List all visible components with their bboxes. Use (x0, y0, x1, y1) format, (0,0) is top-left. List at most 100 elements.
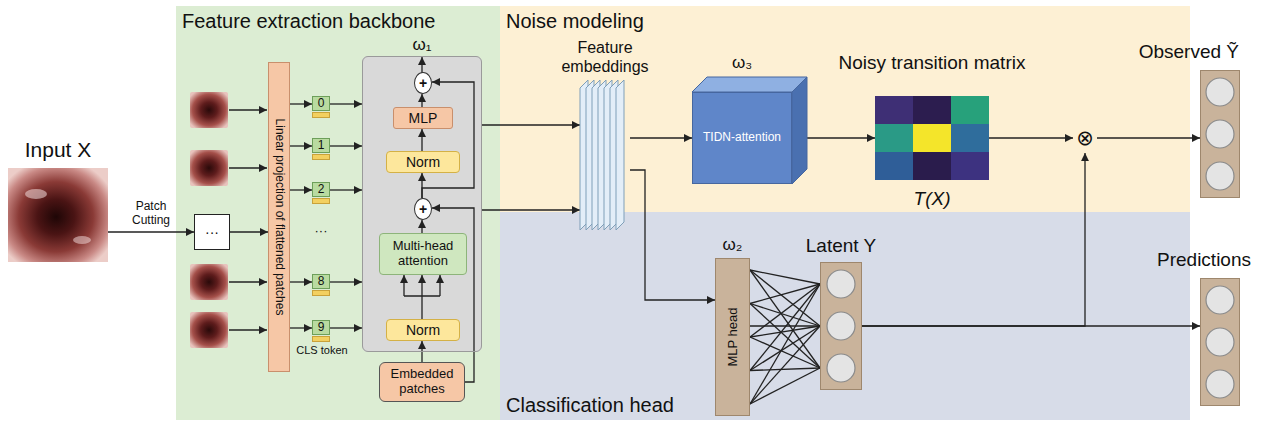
dense-link (750, 326, 820, 371)
connector (482, 209, 580, 210)
connector (792, 137, 875, 138)
token: 1 (312, 138, 330, 160)
region-title: Feature extraction backbone (182, 10, 436, 33)
token-bar (312, 290, 330, 296)
connector (330, 189, 362, 190)
image-highlight (73, 236, 91, 244)
connector (630, 137, 692, 138)
qkv-arrow (403, 275, 404, 296)
connector (421, 275, 422, 319)
neuron (1206, 370, 1234, 398)
heatmap-cell (951, 96, 989, 124)
cube-top (692, 77, 807, 92)
connector (290, 103, 312, 104)
connector (330, 145, 362, 146)
connector (290, 145, 312, 146)
connector (108, 231, 194, 232)
token: 9 (312, 320, 330, 342)
connector (989, 137, 1073, 138)
region-title: Classification head (506, 394, 674, 417)
embedding-slices (580, 80, 630, 230)
connector (432, 208, 474, 382)
box-label: Norm (389, 154, 457, 170)
vector-label: Predictions (1157, 249, 1251, 271)
dense-link (750, 304, 820, 327)
connector (230, 231, 268, 232)
vector-label: Observed Ỹ (1139, 41, 1239, 63)
token: 2 (312, 182, 330, 204)
region-title: Noise modeling (506, 10, 644, 33)
projection-label: Linear projection of flattened patches (272, 119, 286, 316)
patch-image (190, 92, 228, 128)
region-band: Feature extraction backbone ··· Linear pro… (176, 6, 500, 420)
head-label: MLP head (725, 307, 740, 366)
neuron (827, 270, 855, 298)
neuron-column (1200, 70, 1240, 198)
embedding-slice (616, 80, 624, 230)
patch-arrow (229, 109, 267, 110)
token: 8 (312, 274, 330, 296)
feature-stack: Feature embeddings (580, 80, 630, 230)
add-circle: + (414, 72, 432, 94)
connector (422, 82, 474, 198)
embedding-box: Embedded patches (379, 362, 465, 402)
weight-symbol: ω₃ (732, 53, 752, 73)
stack-label: Feature embeddings (555, 39, 655, 76)
qkv-arrow (439, 275, 440, 296)
token-index: 9 (312, 320, 330, 335)
connector (421, 94, 422, 107)
connector (421, 220, 422, 233)
mlp-box: MLP (393, 107, 453, 129)
heatmap-cell (875, 96, 913, 124)
token-index: 0 (312, 96, 330, 111)
connector (482, 124, 580, 125)
box-label: Embedded patches (382, 367, 462, 397)
box-label: MLP (396, 110, 450, 126)
output-vector: Observed Ỹ (1200, 70, 1240, 198)
attention-cube: ω₃TIDN-attention (692, 92, 792, 184)
neuron (1206, 162, 1234, 190)
add-circle: + (414, 198, 432, 220)
dense-link (750, 270, 820, 368)
connector (290, 189, 312, 190)
heatmap (875, 96, 989, 180)
neuron (827, 354, 855, 382)
ellipsis: ··· (312, 224, 330, 239)
patch-arrow (229, 167, 267, 168)
box-label: Multi-head attention (382, 239, 464, 269)
heatmap-cell (951, 124, 989, 152)
dense-link (750, 284, 820, 304)
dense-link (750, 284, 820, 404)
region-band: Noise modelingFeature embeddings ω₃TIDN-a… (500, 6, 1190, 212)
heatmap-cell (951, 152, 989, 180)
transformer-block: ω₁+MLPNorm+Multi-head attentionNorm (362, 56, 482, 352)
heatmap-cell (913, 152, 951, 180)
vector-label: Latent Y (806, 235, 876, 257)
input-image: Input X (8, 168, 108, 262)
connector (421, 341, 422, 362)
ellipsis: ··· (197, 224, 227, 240)
patch-arrow (229, 329, 267, 330)
neuron (1206, 78, 1234, 106)
patch-image (190, 312, 228, 348)
latent-vector: Latent Y (820, 262, 862, 390)
heatmap-cell (875, 124, 913, 152)
matrix-title: Noisy transition matrix (839, 52, 1026, 74)
input-label: Input X (25, 138, 92, 162)
connector (1097, 137, 1200, 138)
image-ground (8, 168, 108, 262)
edge-label: Patch Cutting (122, 200, 180, 228)
transition-matrix: Noisy transition matrixT(X) (875, 96, 989, 180)
heatmap-cell (913, 124, 951, 152)
weight-symbol: ω₁ (412, 35, 431, 55)
token: 0 (312, 96, 330, 118)
token-index: 1 (312, 138, 330, 153)
connector (862, 153, 1085, 326)
dense-link (750, 284, 820, 371)
connector (290, 281, 312, 282)
norm-box: Norm (386, 319, 460, 341)
norm-box: Norm (386, 151, 460, 173)
token-index: 8 (312, 274, 330, 289)
